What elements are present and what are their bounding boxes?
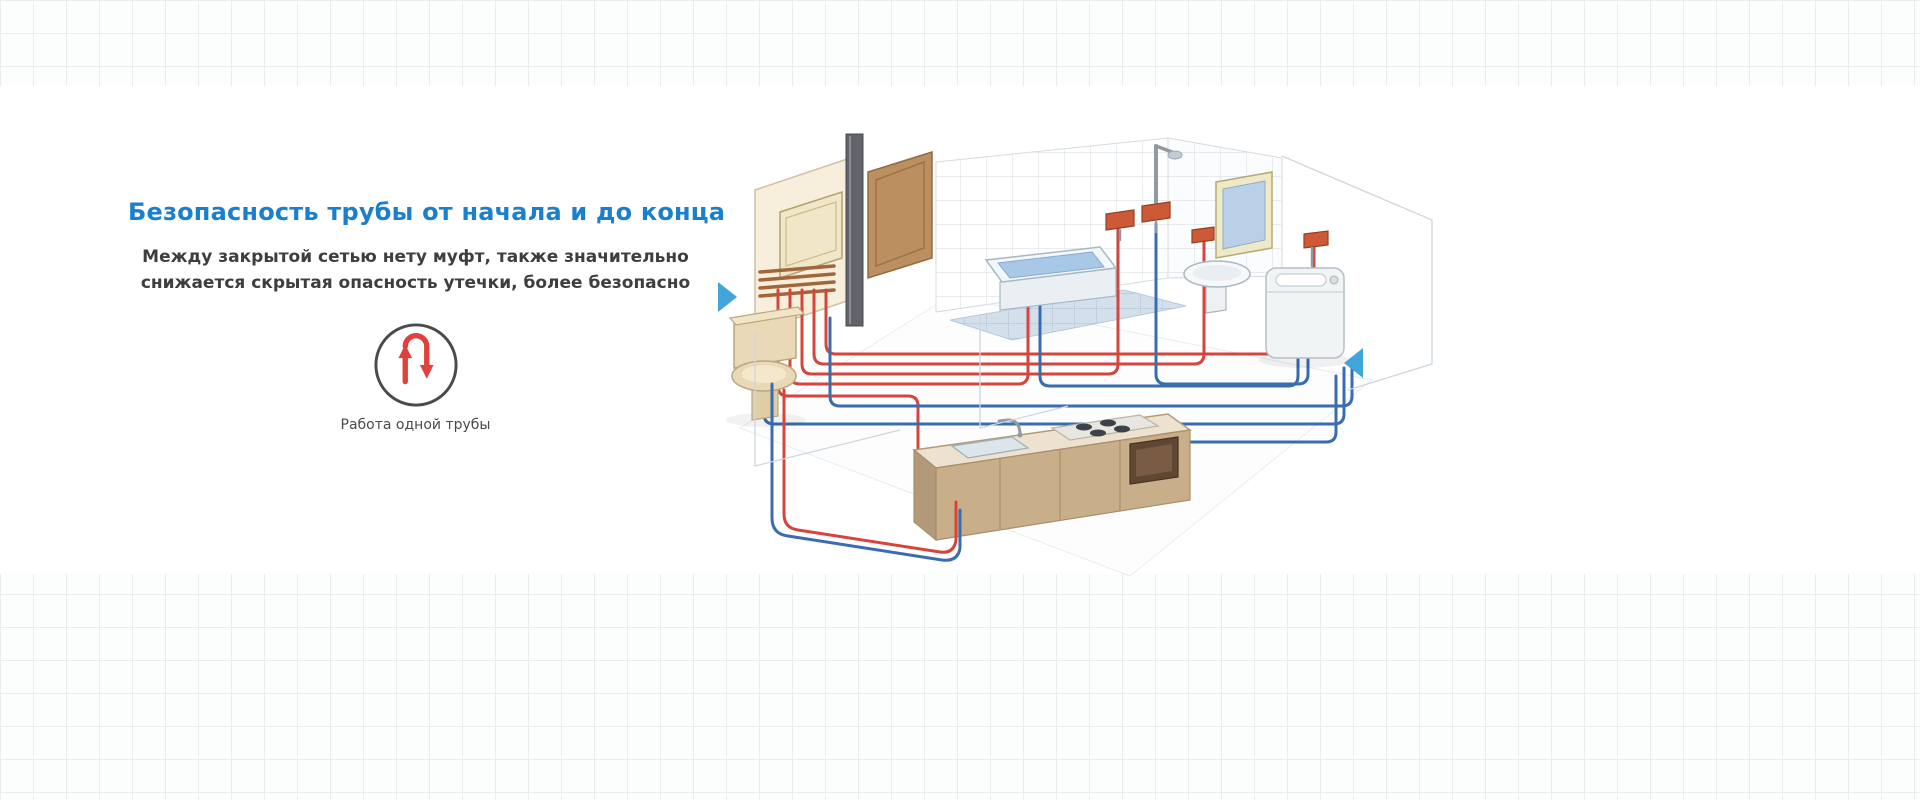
door [867,150,933,280]
arrow-left-icon [1344,348,1363,378]
pipes-front-loop [770,382,962,562]
shower-head [1167,150,1183,160]
water-heater [758,190,843,298]
shower-valve-right [1141,201,1171,223]
shower-valve-left [1105,209,1135,231]
nav-arrow-right[interactable] [1344,348,1364,378]
feature-caption: Работа одной трубы [340,416,491,433]
down-arrowhead [419,364,434,379]
feature-text-block: Безопасность трубы от начала и до конца … [128,198,726,433]
bath-water [997,251,1105,279]
washing-machine [1259,230,1349,368]
single-pipe-loop-icon [372,321,460,409]
icon-circle [373,323,458,407]
stove [1050,414,1160,441]
bathtub [984,246,1118,311]
drain-pillar [845,133,864,327]
subtitle-line-1: Между закрытой сетью нету муфт, также зн… [142,247,689,267]
kitchen [912,413,1192,542]
washer-faucet [1303,230,1329,249]
mirror-cabinet [1215,171,1273,259]
subtitle-line-2: снижается скрытая опасность утечки, боле… [140,273,691,294]
kitchen-sink [950,436,1030,459]
basin-valve [1191,226,1215,244]
section-title: Безопасность трубы от начала и до конца [128,198,726,226]
pipe-manifold [758,264,836,298]
up-arrowhead [397,344,412,358]
section-subtitle: Между закрытой сетью нету муфт, также зн… [128,244,703,297]
pipe-loop-glyph [373,323,458,407]
nav-arrow-left[interactable] [718,282,738,312]
washer-knob [1329,275,1339,285]
loop-pipe [402,332,429,369]
plumbing-illustration [700,128,1460,578]
washer-lid [1275,273,1327,287]
arrow-right-icon [718,282,737,312]
shower [1105,144,1183,242]
kitchen-faucet [997,418,1022,437]
washbasin [1183,226,1251,314]
glass-partitions [754,155,1433,467]
